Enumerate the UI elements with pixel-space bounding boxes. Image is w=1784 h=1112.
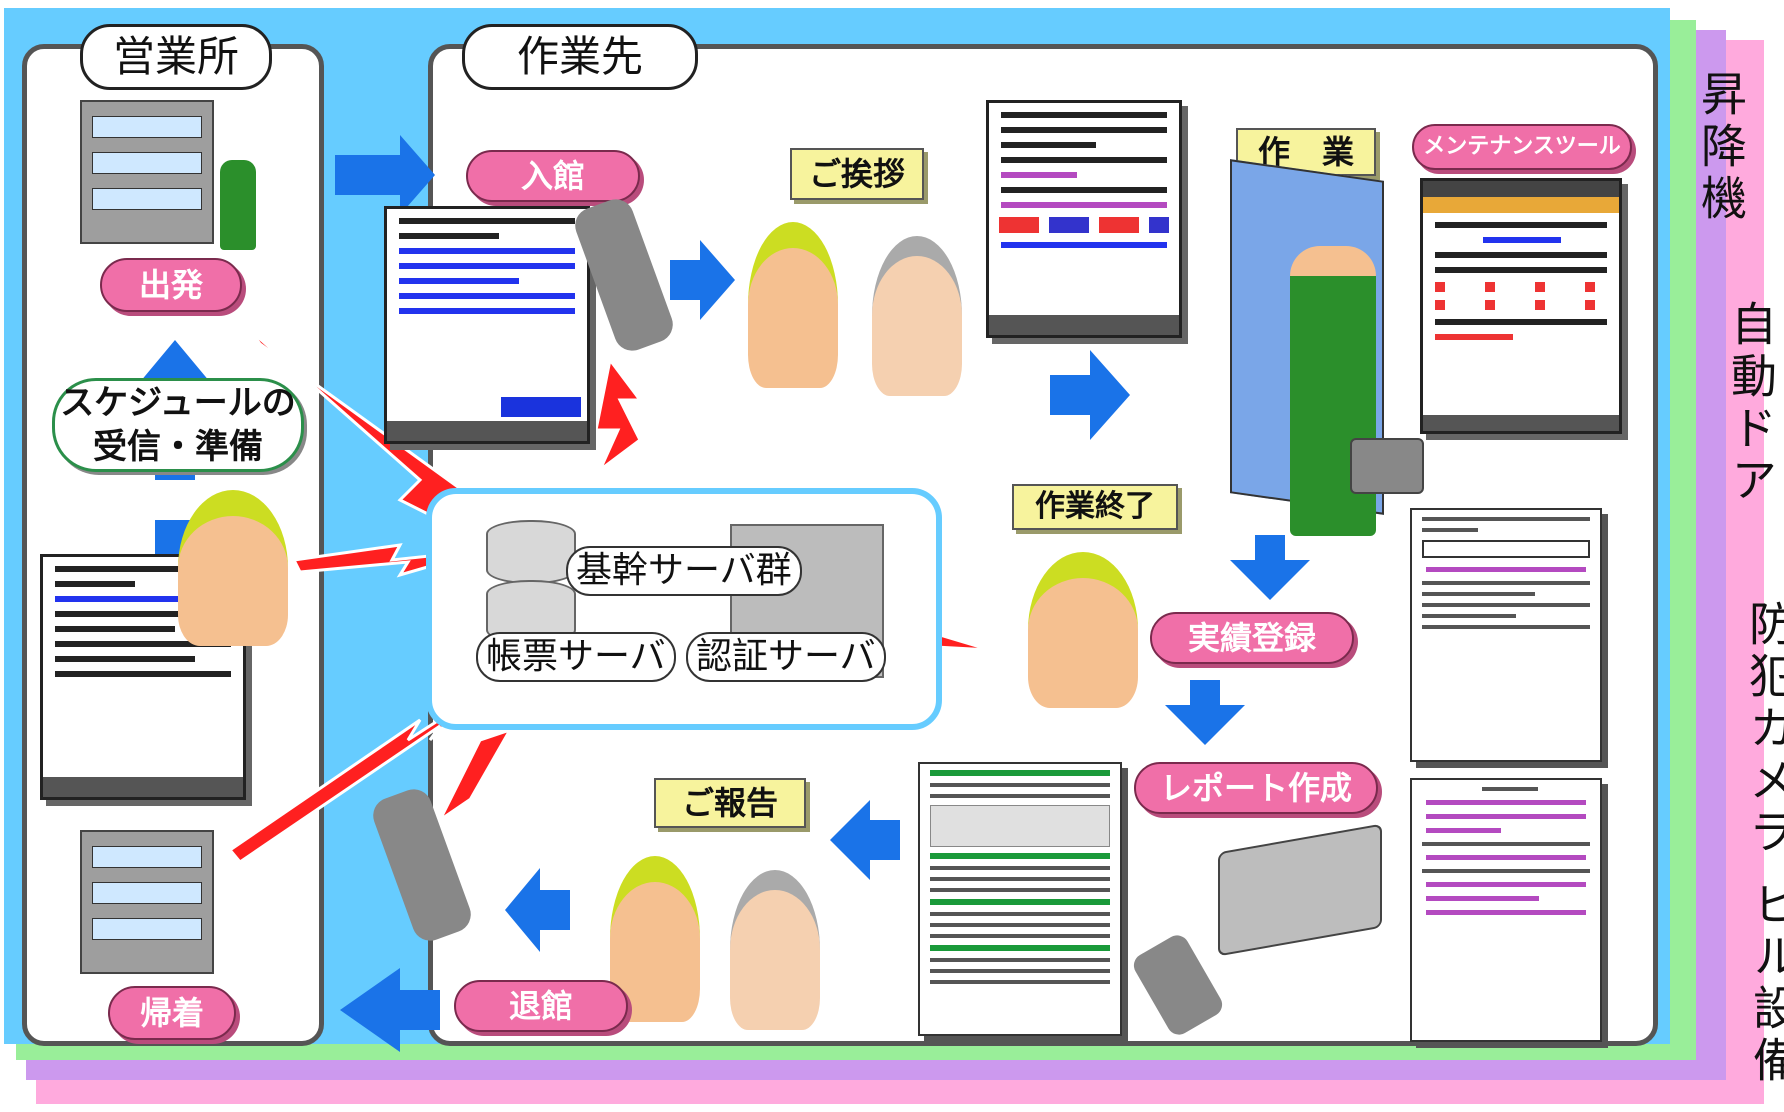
office-building-icon: [80, 830, 214, 974]
greeting-step: ご挨拶: [790, 148, 924, 200]
customer-icon: [872, 236, 962, 396]
arrow-right-icon: [670, 240, 735, 320]
maintenance-tool-step: メンテナンスツール: [1412, 124, 1632, 170]
schedule-line-2: 受信・準備: [93, 427, 263, 467]
arrow-left-icon: [340, 968, 440, 1052]
maintenance-tool-screen: [1420, 178, 1622, 434]
arrow-left-icon: [505, 868, 570, 952]
record-step: 実績登録: [1150, 612, 1354, 664]
maintenance-phone-screen: [986, 100, 1182, 338]
lightning-bolt-icon: [594, 356, 643, 472]
form-server-label: 帳票サーバ: [476, 632, 676, 682]
depart-step: 出発: [100, 258, 242, 312]
category-elevator-label: 昇降機: [1694, 70, 1748, 226]
office-section-label: 営業所: [80, 24, 272, 90]
auth-server-label: 認証サーバ: [686, 632, 886, 682]
category-auto-door-label: 自動ドア: [1724, 300, 1778, 508]
category-security-camera-label: 防犯カメラ: [1742, 600, 1784, 860]
report-step: ご報告: [654, 778, 806, 828]
arrow-down-icon: [1230, 535, 1310, 600]
arrow-right-icon: [1050, 350, 1130, 440]
tool-bag-icon: [1350, 438, 1424, 494]
core-servers-label: 基幹サーバ群: [566, 546, 802, 596]
worker-with-phone-icon: [178, 490, 288, 646]
office-building-icon: [80, 100, 214, 244]
arrow-right-icon: [335, 135, 435, 215]
schedule-line-1: スケジュールの: [60, 383, 296, 423]
report-make-step: レポート作成: [1134, 762, 1378, 814]
category-building-equipment-label: ビル設備: [1746, 880, 1784, 1088]
database-icon: [486, 520, 576, 584]
arrow-left-icon: [830, 800, 900, 880]
customer-icon: [730, 870, 820, 1030]
work-done-step: 作業終了: [1012, 484, 1178, 530]
worker-walking-icon: [220, 160, 256, 250]
work-order-sheet: [1410, 778, 1602, 1042]
work-record-sheet: [1410, 508, 1602, 762]
leave-step: 退館: [454, 980, 628, 1032]
enter-step: 入館: [466, 150, 640, 202]
schedule-step: スケジュールの 受信・準備: [52, 378, 304, 472]
worker-greeting-icon: [748, 222, 838, 388]
return-step: 帰着: [108, 986, 236, 1040]
worker-calling-icon: [1028, 552, 1138, 708]
arrow-down-icon: [1165, 680, 1245, 745]
site-section-label: 作業先: [462, 24, 698, 90]
report-document: [918, 762, 1122, 1036]
entry-phone-screen: [384, 206, 590, 444]
